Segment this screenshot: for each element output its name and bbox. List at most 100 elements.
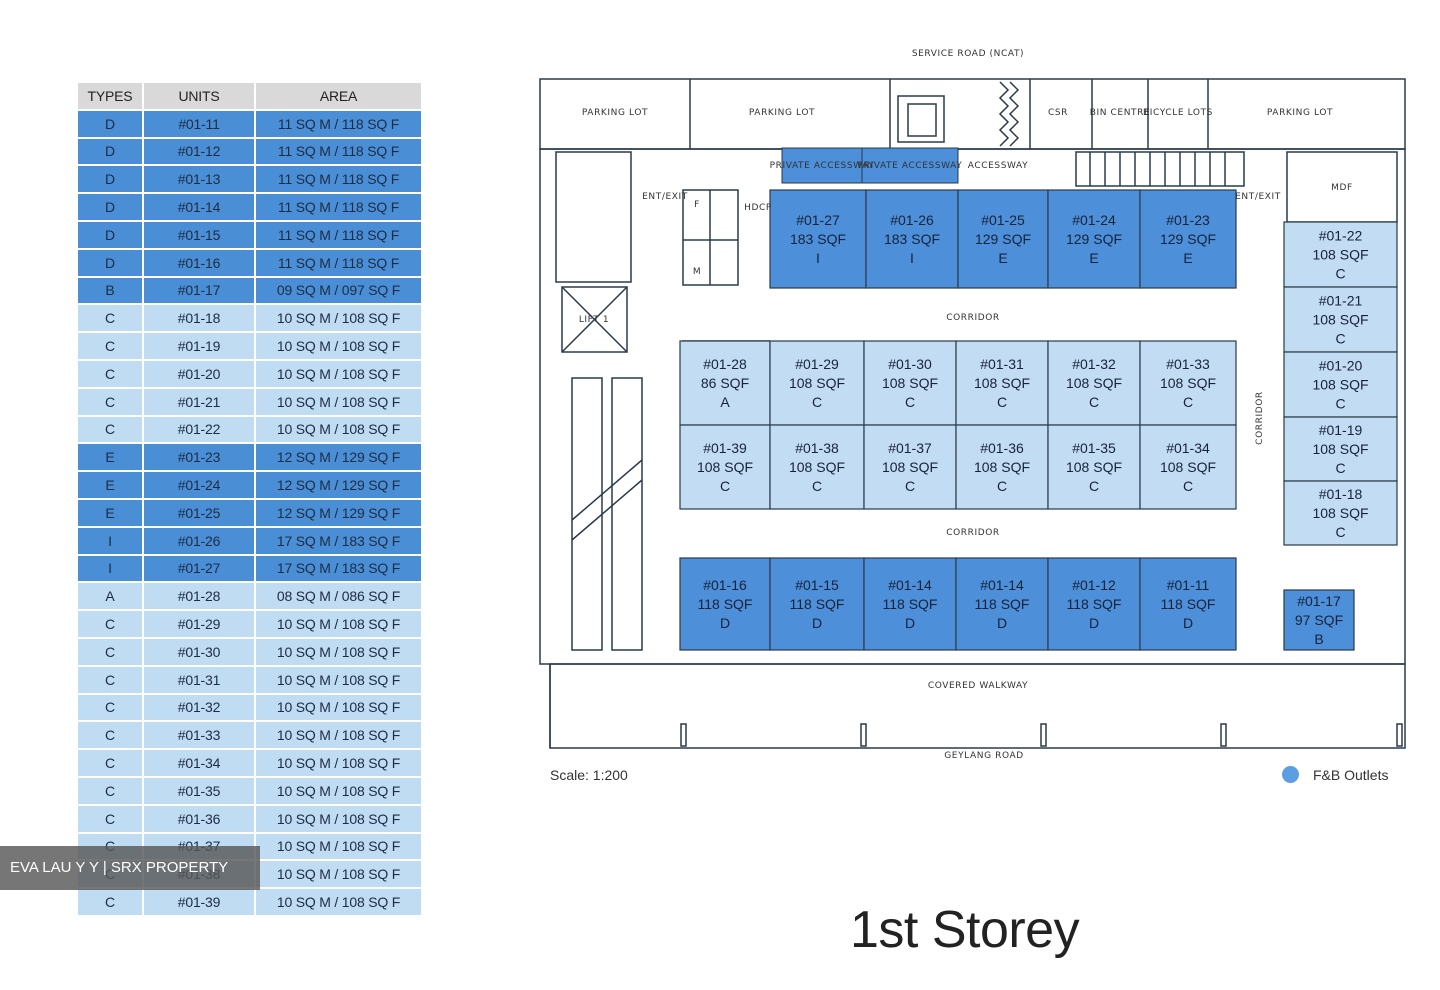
cell-area: 10 SQ M / 108 SQ F [254,720,423,751]
unit-number: #01-16 [703,577,747,593]
cell-type: D [76,219,144,250]
cell-type: E [76,442,144,473]
unit-area: 108 SQF [1160,375,1216,391]
unit-01-29: #01-29 108 SQF C [769,340,865,426]
cell-unit: #01-23 [142,442,256,473]
unit-area: 86 SQF [701,375,749,391]
unit-box [1139,557,1237,651]
unit-area: 108 SQF [789,375,845,391]
unit-type: C [1335,460,1345,476]
cell-unit: #01-39 [142,887,256,917]
unit-area: 108 SQF [697,459,753,475]
unit-box [863,340,957,426]
cell-unit: #01-16 [142,247,256,278]
unit-box [1047,340,1141,426]
unit-number: #01-37 [888,440,932,456]
cell-type: C [76,358,144,389]
unit-number: #01-21 [1319,293,1363,309]
unit-box [1283,589,1355,651]
cell-type: C [76,748,144,778]
cell-area: 12 SQ M / 129 SQ F [254,470,423,500]
covered-walkway-label: COVERED WALKWAY [928,681,1028,691]
watermark: EVA LAU Y Y | SRX PROPERTY [0,846,260,890]
unit-box [679,340,771,426]
cell-unit: #01-20 [142,358,256,389]
cell-type: C [76,720,144,751]
table-header-row: TYPES UNITS AREA [76,81,423,111]
unit-area: 97 SQF [1295,612,1343,628]
cell-type: D [76,136,144,167]
unit-number: #01-12 [1072,577,1116,593]
unit-area: 118 SQF [1161,596,1216,612]
accessway-label: ACCESSWAY [968,161,1028,171]
corridor-label-1: CORRIDOR [946,313,1000,323]
unit-box [1283,286,1398,353]
cell-type: D [76,192,144,222]
unit-type: C [905,394,915,410]
cell-unit: #01-22 [142,414,256,445]
cell-type: C [76,331,144,361]
unit-area: 108 SQF [882,459,938,475]
cell-unit: #01-26 [142,525,256,556]
cell-area: 10 SQ M / 108 SQ F [254,803,423,834]
cell-area: 11 SQ M / 118 SQ F [254,192,423,222]
unit-number: #01-24 [1072,212,1116,228]
cell-unit: #01-18 [142,303,256,334]
cell-unit: #01-25 [142,497,256,528]
unit-area: 108 SQF [1066,459,1122,475]
cell-unit: #01-36 [142,803,256,834]
bicycle-lots-label: BICYCLE LOTS [1143,108,1213,118]
unit-area: 183 SQF [884,231,940,247]
private-accessway-2 [861,147,959,184]
unit-type: C [1183,478,1193,494]
unit-area: 108 SQF [1312,247,1368,263]
unit-type: C [1089,394,1099,410]
cell-type: E [76,497,144,528]
unit-number: #01-29 [795,356,839,372]
legend-label: F&B Outlets [1313,766,1389,783]
cell-unit: #01-34 [142,748,256,778]
geylang-road-label: GEYLANG ROAD [944,751,1024,761]
cell-area: 10 SQ M / 108 SQ F [254,887,423,917]
male-toilet-label: M [693,267,701,277]
unit-type: C [812,394,822,410]
cell-unit: #01-29 [142,609,256,639]
unit-box [863,557,957,651]
unit-area: 108 SQF [974,375,1030,391]
unit-box [1139,424,1237,510]
unit-area: 108 SQF [1312,441,1368,457]
legend-dot-icon [1282,766,1299,783]
unit-type: E [998,250,1007,266]
